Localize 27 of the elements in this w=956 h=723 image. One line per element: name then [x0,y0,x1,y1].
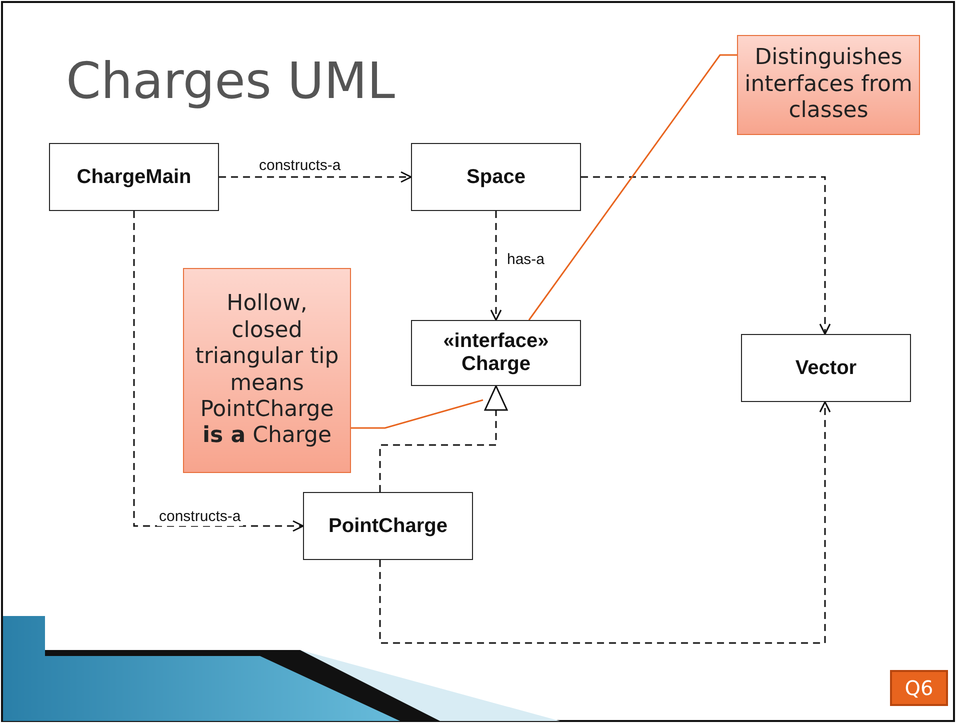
dashed-arrow [379,401,831,644]
leader-line [351,399,484,429]
slide-number-badge [890,670,948,706]
class-name: Vector [795,356,857,380]
class-box [741,334,911,402]
callout-text: Distinguishes interfaces from classes [744,45,914,125]
class-box [303,492,473,560]
class-name: Space [466,166,526,188]
dashed-arrow [133,211,304,532]
class-name: Charge [462,353,530,376]
slide-title: Charges UML [66,52,395,110]
leader-line [528,54,737,320]
dashed-arrow [219,171,412,183]
dashed-arrow [490,211,502,321]
class-box [411,143,581,211]
dashed-arrow [581,176,831,335]
class-name: PointCharge [328,514,448,538]
class-box [411,320,581,386]
stereotype-label: «interface» [443,330,549,353]
callout-text: Hollow, closed triangular tip means PointCharge is a Charge [194,291,340,450]
callout-box [183,268,351,473]
slide-number: Q6 [904,676,934,700]
class-box [49,143,219,211]
callout-box [737,35,920,135]
dashed-arrow [379,385,508,492]
class-name: ChargeMain [76,166,192,188]
edge-label: constructs-a [157,509,243,526]
